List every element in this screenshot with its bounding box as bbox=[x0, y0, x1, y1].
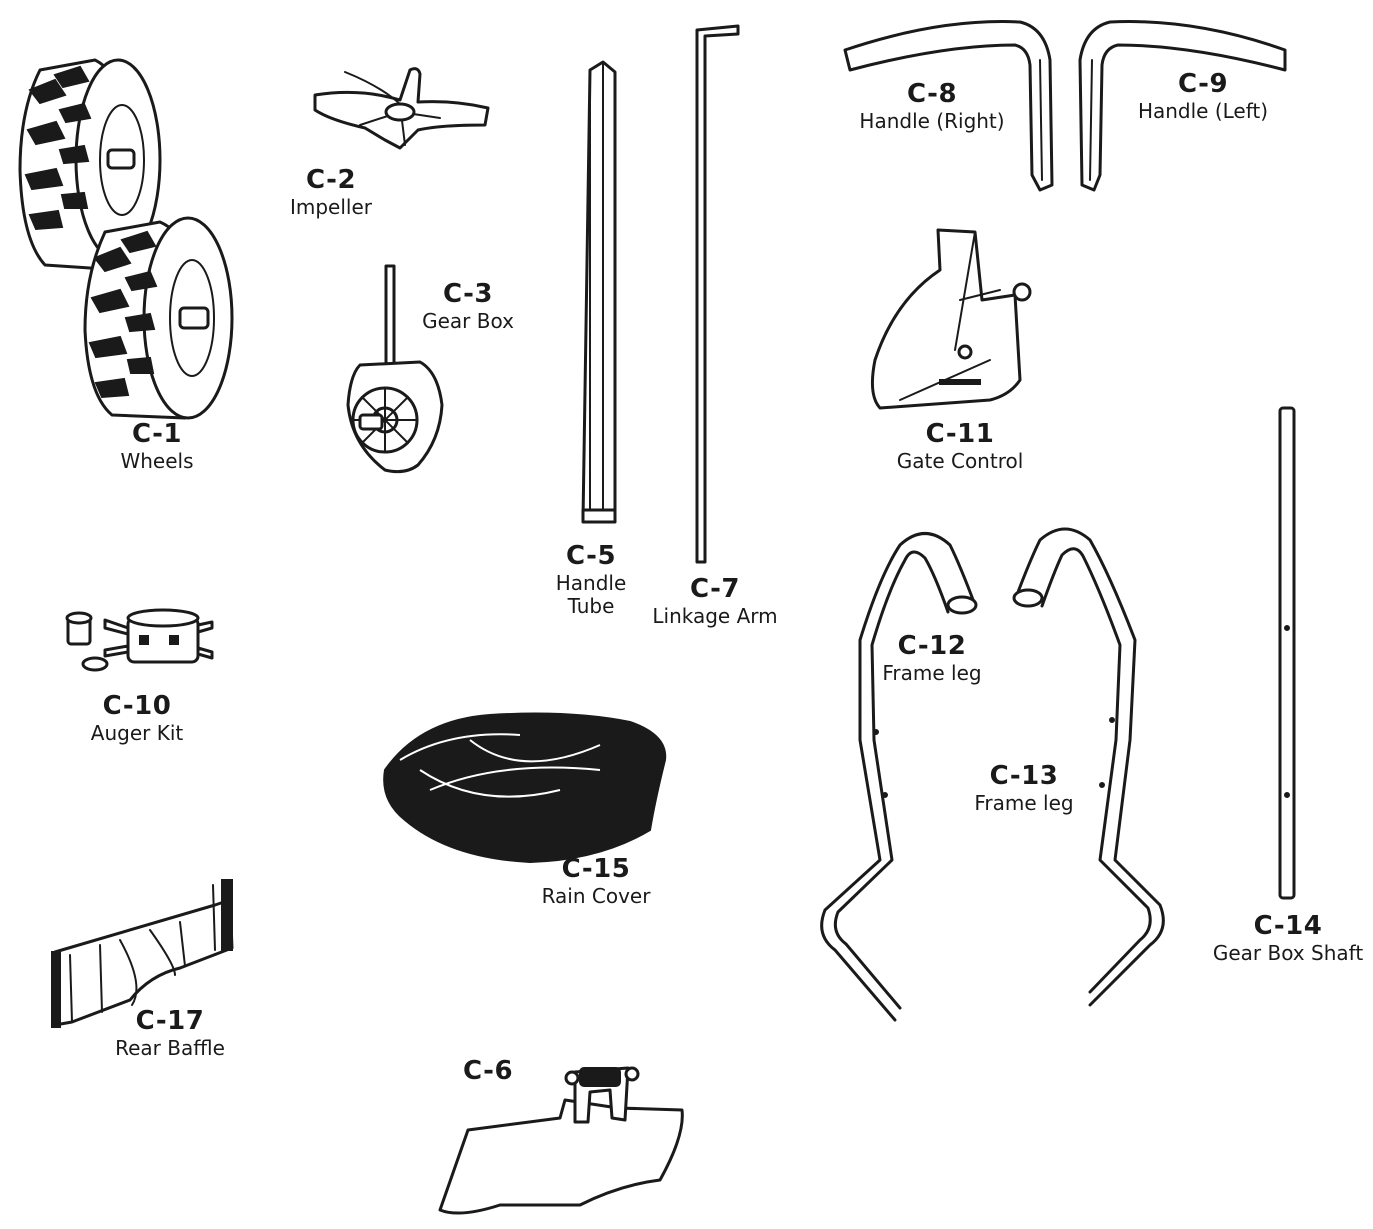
part-code: C-3 bbox=[442, 279, 494, 309]
c6-illustration bbox=[438, 1066, 684, 1215]
part-code: C-14 bbox=[1253, 911, 1323, 941]
part-label-c5: C-5 Handle Tube bbox=[555, 541, 627, 618]
handle-tube-illustration bbox=[581, 60, 617, 524]
impeller-illustration bbox=[313, 67, 490, 150]
part-code: C-12 bbox=[897, 631, 967, 661]
part-name: Rain Cover bbox=[541, 883, 651, 908]
part-code: C-13 bbox=[989, 761, 1059, 791]
part-name: Gear Box bbox=[422, 308, 514, 333]
frame-leg-left-illustration bbox=[820, 532, 978, 1022]
part-code: C-6 bbox=[462, 1056, 514, 1086]
part-label-c14: C-14 Gear Box Shaft bbox=[1212, 911, 1364, 965]
rain-cover-illustration bbox=[383, 712, 667, 864]
part-name: Impeller bbox=[289, 194, 373, 219]
rear-baffle-illustration bbox=[51, 879, 234, 1028]
linkage-arm-illustration bbox=[695, 24, 740, 564]
part-label-c1: C-1 Wheels bbox=[120, 419, 194, 473]
part-code: C-15 bbox=[561, 854, 631, 884]
part-name: Gear Box Shaft bbox=[1212, 940, 1364, 965]
part-name-line1: Handle bbox=[555, 570, 627, 595]
gear-box-illustration bbox=[346, 264, 444, 474]
part-label-c8: C-8 Handle (Right) bbox=[859, 79, 1005, 133]
part-code: C-10 bbox=[102, 691, 172, 721]
auger-kit-illustration bbox=[65, 608, 214, 672]
frame-leg-right-illustration bbox=[1012, 527, 1165, 1007]
part-code: C-8 bbox=[906, 79, 958, 109]
part-name: Frame leg bbox=[974, 790, 1074, 815]
part-name-line2: Tube bbox=[567, 593, 615, 618]
part-code: C-2 bbox=[305, 165, 357, 195]
part-name: Handle (Right) bbox=[859, 108, 1005, 133]
part-code: C-17 bbox=[135, 1006, 205, 1036]
part-name: Handle (Left) bbox=[1137, 98, 1269, 123]
part-name: Auger Kit bbox=[90, 720, 184, 745]
part-code: C-5 bbox=[565, 541, 617, 571]
gate-control-illustration bbox=[870, 228, 1032, 410]
part-name: Wheels bbox=[120, 448, 194, 473]
part-label-c13: C-13 Frame leg bbox=[974, 761, 1074, 815]
part-code: C-9 bbox=[1177, 69, 1229, 99]
part-label-c15: C-15 Rain Cover bbox=[541, 854, 651, 908]
part-code: C-1 bbox=[131, 419, 183, 449]
part-label-c6: C-6 bbox=[462, 1056, 514, 1087]
part-label-c17: C-17 Rear Baffle bbox=[115, 1006, 225, 1060]
handle-left-illustration bbox=[1078, 20, 1287, 192]
part-code: C-11 bbox=[925, 419, 995, 449]
part-label-c9: C-9 Handle (Left) bbox=[1137, 69, 1269, 123]
part-name: Frame leg bbox=[882, 660, 982, 685]
part-label-c2: C-2 Impeller bbox=[289, 165, 373, 219]
wheels-illustration bbox=[18, 58, 234, 420]
part-name: Linkage Arm bbox=[652, 603, 778, 628]
part-label-c10: C-10 Auger Kit bbox=[90, 691, 184, 745]
gear-box-shaft-illustration bbox=[1278, 406, 1296, 900]
part-name: Gate Control bbox=[896, 448, 1024, 473]
part-name: Rear Baffle bbox=[115, 1035, 225, 1060]
handle-right-illustration bbox=[843, 20, 1054, 192]
part-label-c7: C-7 Linkage Arm bbox=[652, 574, 778, 628]
part-label-c11: C-11 Gate Control bbox=[896, 419, 1024, 473]
part-label-c12: C-12 Frame leg bbox=[882, 631, 982, 685]
part-label-c3: C-3 Gear Box bbox=[422, 279, 514, 333]
part-code: C-7 bbox=[689, 574, 741, 604]
